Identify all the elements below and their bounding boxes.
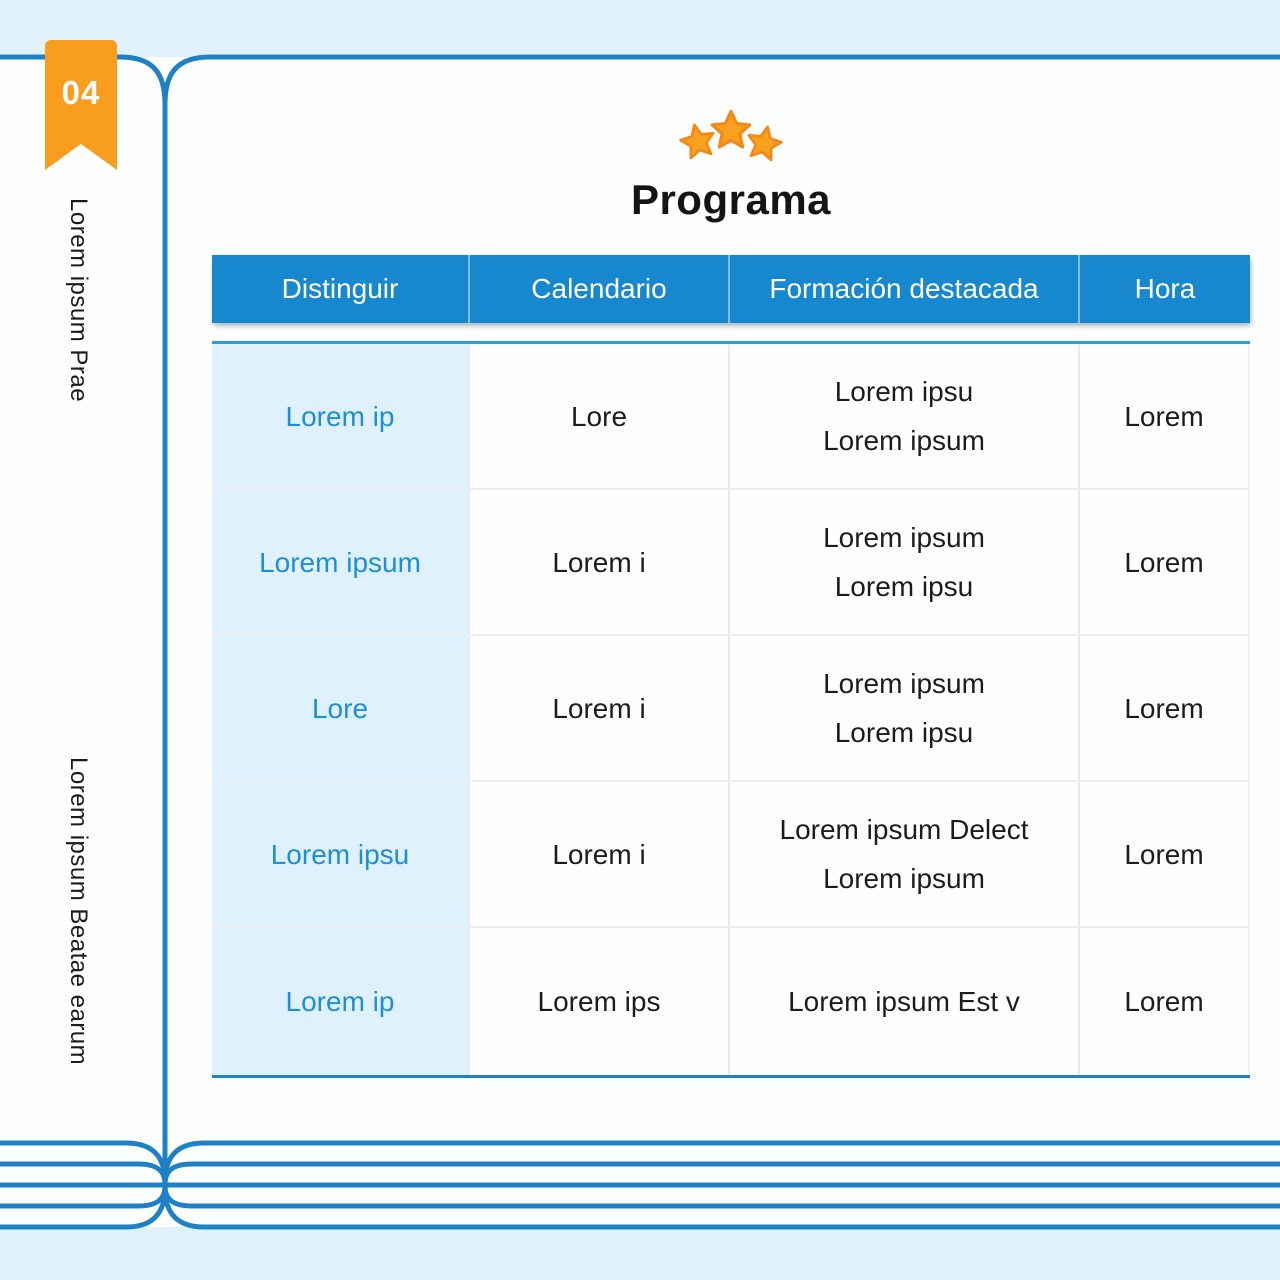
cell-text: Lorem i — [552, 838, 646, 870]
cell-text: Lorem — [1124, 838, 1204, 870]
table-header-row: Distinguir Calendario Formación destacad… — [212, 255, 1250, 323]
cell-text: Lore — [311, 692, 369, 724]
cell-distinguir: Lorem ip — [212, 344, 470, 488]
stars-decoration — [212, 106, 1250, 172]
book-lines — [0, 54, 1280, 1230]
cell-text: Lorem ipsu — [834, 717, 974, 748]
cell-distinguir: Lorem ipsum — [212, 490, 470, 634]
cell-calendario: Lorem i — [470, 782, 730, 926]
cell-text: Lorem ipsum — [259, 546, 421, 578]
header-hora: Hora — [1134, 273, 1196, 304]
cell-calendario: Lorem ips — [470, 928, 730, 1075]
header-formacion: Formación destacada — [730, 255, 1080, 323]
cell-text: Lorem — [1124, 986, 1204, 1017]
star-icon — [676, 120, 719, 161]
table-row: Lorem ip Lorem ips Lorem ipsum Est v Lor… — [212, 928, 1250, 1075]
cell-text: Lorem — [1124, 692, 1204, 724]
cell-text: Lorem ipsu — [834, 376, 974, 407]
cell-distinguir: Lorem ipsu — [212, 782, 470, 926]
cell-text: Lorem — [1124, 546, 1204, 578]
cell-calendario: Lorem i — [470, 490, 730, 634]
page-title: Programa — [630, 176, 832, 223]
cell-text: Lorem ip — [285, 986, 395, 1017]
cell-text: Lorem ipsum Est v — [788, 986, 1020, 1017]
star-icon — [710, 109, 752, 149]
cell-text: Lorem — [1124, 400, 1204, 432]
cell-text: Lorem ips — [537, 986, 661, 1017]
star-icons — [676, 109, 786, 163]
cell-text: Lorem ipsu — [270, 838, 410, 870]
cell-text: Lorem ipsum Delect — [779, 814, 1029, 845]
cell-text: Lorem i — [552, 546, 646, 578]
cell-text: Lorem ipsu — [834, 571, 974, 602]
cell-hora: Lorem — [1080, 782, 1250, 926]
cell-text: Lorem ip — [285, 400, 395, 432]
cell-text: Lore — [570, 400, 628, 432]
program-table: Distinguir Calendario Formación destacad… — [212, 255, 1250, 1078]
cell-formacion: Lorem ipsum Est v — [730, 928, 1080, 1075]
cell-calendario: Lorem i — [470, 636, 730, 780]
side-text-bottom: Lorem ipsum Beatae earum — [65, 757, 92, 1066]
cell-text: Lorem ipsum — [823, 425, 985, 456]
header-calendario: Calendario — [470, 255, 730, 323]
cell-text: Lorem ipsum — [823, 522, 985, 553]
star-icon — [743, 122, 786, 163]
chapter-number: 04 — [61, 74, 101, 111]
cell-calendario: Lore — [470, 344, 730, 488]
cell-text: Lorem i — [552, 692, 646, 724]
header-distinguir: Distinguir — [212, 255, 470, 323]
cell-hora: Lorem — [1080, 636, 1250, 780]
cell-distinguir: Lore — [212, 636, 470, 780]
cell-distinguir: Lorem ip — [212, 928, 470, 1075]
side-text-top: Lorem ipsum Prae — [65, 198, 92, 403]
cell-hora: Lorem — [1080, 490, 1250, 634]
cell-hora: Lorem — [1080, 344, 1250, 488]
cell-text: Lorem ipsum — [823, 863, 985, 894]
cell-text: Lorem ipsum — [823, 668, 985, 699]
cell-hora: Lorem — [1080, 928, 1250, 1075]
header-gap — [212, 323, 1250, 341]
